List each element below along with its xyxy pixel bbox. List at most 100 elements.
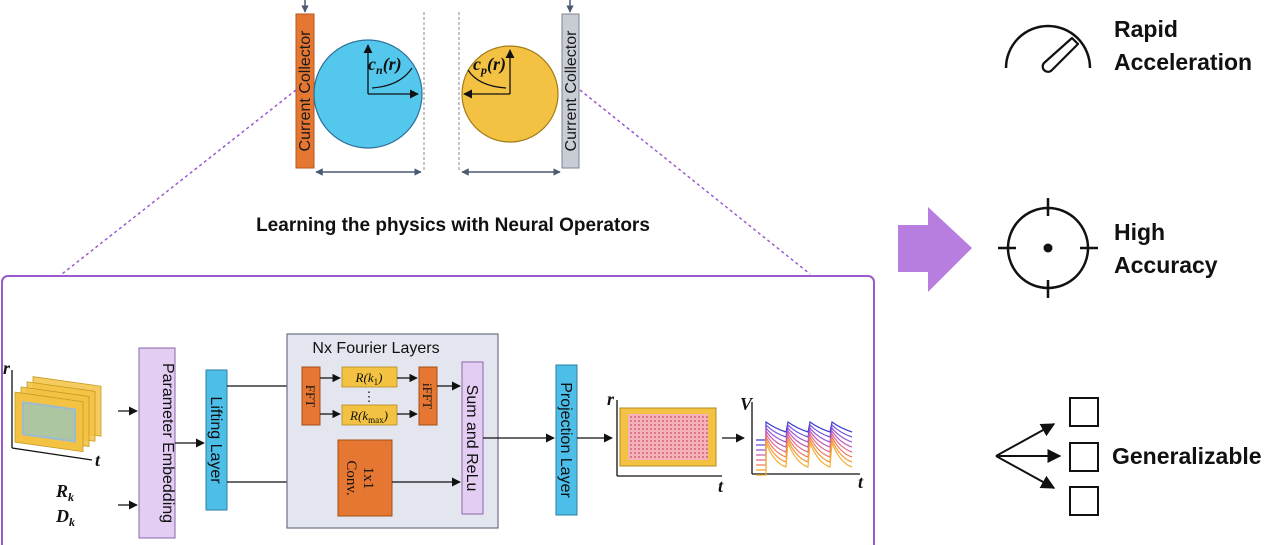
grid-dot (662, 416, 664, 418)
zoom-line-left (61, 89, 297, 275)
current-collector-left-label: Current Collector (297, 30, 314, 152)
current-collector-right-label: Current Collector (563, 30, 580, 152)
grid-dot (670, 456, 672, 458)
grid-dot (702, 424, 704, 426)
grid-dot (646, 416, 648, 418)
grid-dot (658, 456, 660, 458)
grid-dot (630, 436, 632, 438)
grid-dot (702, 436, 704, 438)
grid-dot (646, 440, 648, 442)
grid-dot (642, 424, 644, 426)
fourier-layers-title: Nx Fourier Layers (312, 340, 439, 357)
grid-dot (634, 440, 636, 442)
grid-dot (690, 456, 692, 458)
grid-dot (666, 440, 668, 442)
fft-label: FFT (303, 385, 318, 407)
grid-dot (702, 420, 704, 422)
grid-dot (662, 436, 664, 438)
voltage-curve (756, 420, 853, 441)
grid-dot (674, 440, 676, 442)
feature-rapid-acceleration: Rapid Acceleration (1114, 13, 1252, 79)
grid-dot (642, 448, 644, 450)
grid-dot (674, 424, 676, 426)
grid-dot (682, 448, 684, 450)
grid-dot (678, 448, 680, 450)
grid-dot (678, 456, 680, 458)
grid-dot (662, 448, 664, 450)
grid-dot (666, 420, 668, 422)
grid-dot (650, 432, 652, 434)
grid-dot (658, 440, 660, 442)
grid-dot (650, 456, 652, 458)
grid-dot (642, 420, 644, 422)
r-k1-label: R(k1) (355, 370, 383, 387)
grid-dot (694, 436, 696, 438)
grid-dot (662, 456, 664, 458)
grid-dot (634, 452, 636, 454)
result-arrow (898, 207, 972, 292)
grid-dot (638, 420, 640, 422)
grid-dot (646, 452, 648, 454)
grid-dot (634, 444, 636, 446)
grid-dot (694, 452, 696, 454)
feature-line2: Accuracy (1114, 252, 1218, 278)
grid-dot (686, 428, 688, 430)
grid-dot (638, 444, 640, 446)
grid-dot (658, 428, 660, 430)
grid-dot (698, 432, 700, 434)
grid-dot (694, 428, 696, 430)
feature-line2: Acceleration (1114, 49, 1253, 75)
parameter-embedding-label: Parameter Embedding (159, 363, 176, 523)
grid-dot (670, 444, 672, 446)
grid-dot (686, 432, 688, 434)
grid-dot (706, 444, 708, 446)
grid-dot (646, 448, 648, 450)
conv-label: 1x1Conv. (343, 460, 376, 495)
grid-dot (674, 436, 676, 438)
grid-dot (666, 448, 668, 450)
grid-dot (694, 456, 696, 458)
grid-dot (682, 420, 684, 422)
grid-dot (686, 448, 688, 450)
grid-dot (686, 452, 688, 454)
grid-dot (666, 416, 668, 418)
grid-dot (702, 440, 704, 442)
sum-relu-label: Sum and ReLu (463, 385, 480, 492)
feature-line1: High (1114, 219, 1166, 245)
grid-dot (678, 416, 680, 418)
grid-dot (694, 448, 696, 450)
grid-dot (666, 428, 668, 430)
grid-dot (698, 436, 700, 438)
fft-block (301, 366, 321, 426)
grid-dot (706, 432, 708, 434)
battery-cell: Current Collector cn(r) cp(r) Current Co… (295, 0, 580, 176)
negative-concentration-label: cn(r) (368, 54, 402, 77)
output-grid-dots (630, 416, 708, 458)
grid-dot (654, 432, 656, 434)
grid-dot (706, 452, 708, 454)
grid-dot (638, 432, 640, 434)
grid-dot (638, 416, 640, 418)
grid-dot (678, 452, 680, 454)
grid-dot (670, 428, 672, 430)
projection-layer-block (555, 364, 578, 516)
grid-dot (654, 420, 656, 422)
feature-high-accuracy: High Accuracy (1114, 216, 1218, 282)
grid-dot (654, 440, 656, 442)
grid-dot (682, 444, 684, 446)
grid-dot (686, 436, 688, 438)
grid-dot (678, 444, 680, 446)
grid-dot (634, 432, 636, 434)
grid-dot (666, 424, 668, 426)
input-axis-t: t (95, 450, 101, 470)
grid-dot (670, 436, 672, 438)
grid-dot (642, 436, 644, 438)
grid-dot (654, 452, 656, 454)
grid-dot (674, 416, 676, 418)
voltage-curve (756, 423, 853, 446)
grid-dot (678, 420, 680, 422)
grid-dot (686, 456, 688, 458)
grid-dot (694, 440, 696, 442)
grid-dot (694, 432, 696, 434)
